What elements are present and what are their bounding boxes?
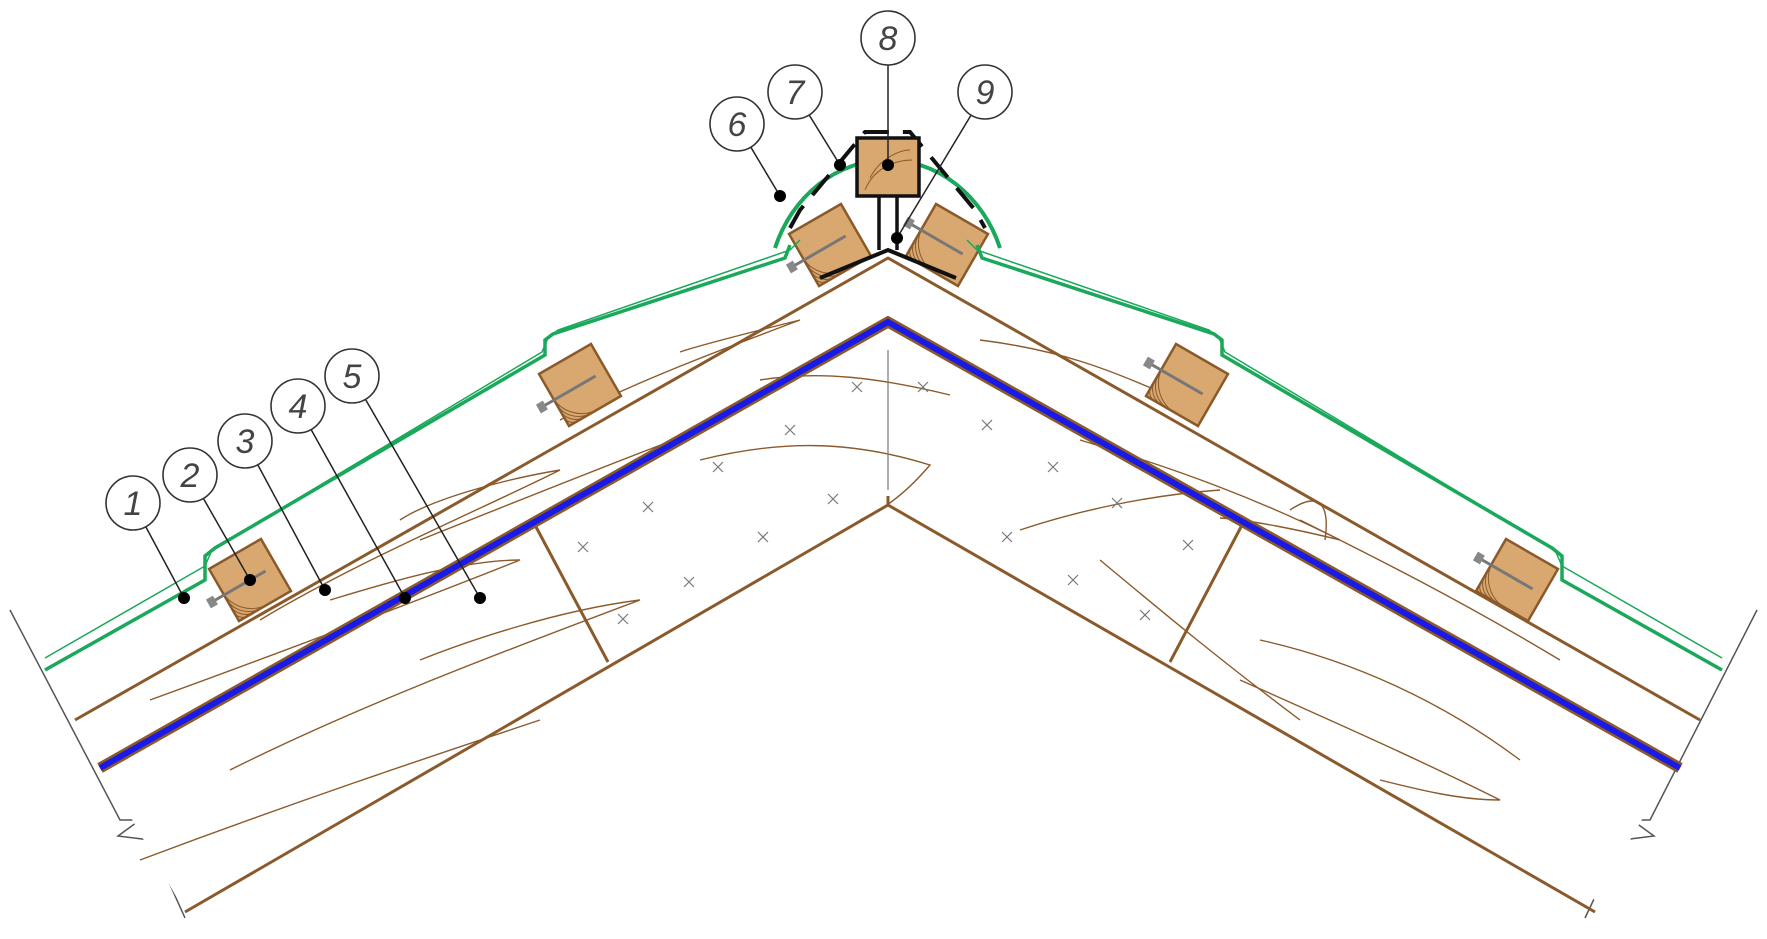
callout-number-4: 4 [289, 388, 308, 426]
batten-4 [1472, 537, 1560, 623]
leader-7 [808, 114, 841, 166]
membrane [97, 315, 1683, 773]
callout-number-2: 2 [180, 457, 200, 495]
callout-6: 6 [709, 96, 765, 152]
leader-dot-4 [399, 592, 411, 604]
leader-4 [310, 429, 406, 599]
callout-3: 3 [217, 413, 273, 469]
leader-3 [257, 464, 326, 591]
wood-grain [139, 319, 1561, 861]
leader-dot-7 [834, 159, 846, 171]
callout-number-1: 1 [124, 485, 143, 523]
callout-8: 8 [860, 10, 916, 66]
leader-dot-9 [891, 232, 903, 244]
callout-number-8: 8 [879, 20, 898, 58]
callout-5: 5 [324, 348, 380, 404]
callout-9: 9 [957, 64, 1013, 120]
leader-1 [145, 526, 185, 599]
insulation-cross-marks [577, 381, 1194, 625]
callout-2: 2 [162, 447, 218, 503]
callout-7: 7 [767, 64, 823, 120]
leader-6 [750, 146, 781, 197]
leader-dot-5 [474, 592, 486, 604]
callout-number-5: 5 [343, 358, 362, 396]
callout-number-6: 6 [728, 106, 747, 144]
leader-2 [202, 498, 251, 581]
leader-dot-8 [882, 159, 894, 171]
callout-4: 4 [270, 378, 326, 434]
leader-9 [896, 114, 972, 239]
batten-2 [535, 342, 623, 428]
callout-number-7: 7 [786, 74, 806, 112]
leader-dot-6 [774, 190, 786, 202]
leader-dot-3 [319, 584, 331, 596]
roof-sheet [44, 239, 1723, 672]
leader-5 [364, 399, 481, 599]
callout-number-3: 3 [236, 423, 255, 461]
leader-dot-2 [244, 574, 256, 586]
callout-number-9: 9 [976, 74, 995, 112]
leader-dot-1 [178, 592, 190, 604]
callout-1: 1 [105, 475, 161, 531]
leader-lines [145, 65, 972, 604]
batten-3 [1142, 342, 1230, 428]
